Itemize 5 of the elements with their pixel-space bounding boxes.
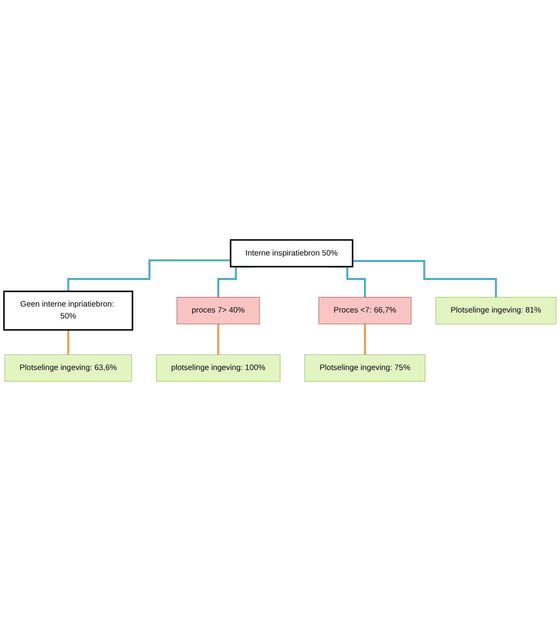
connector [352,260,497,299]
connector [364,323,366,356]
connector [67,260,231,293]
connector [217,323,220,356]
connector [67,329,70,356]
